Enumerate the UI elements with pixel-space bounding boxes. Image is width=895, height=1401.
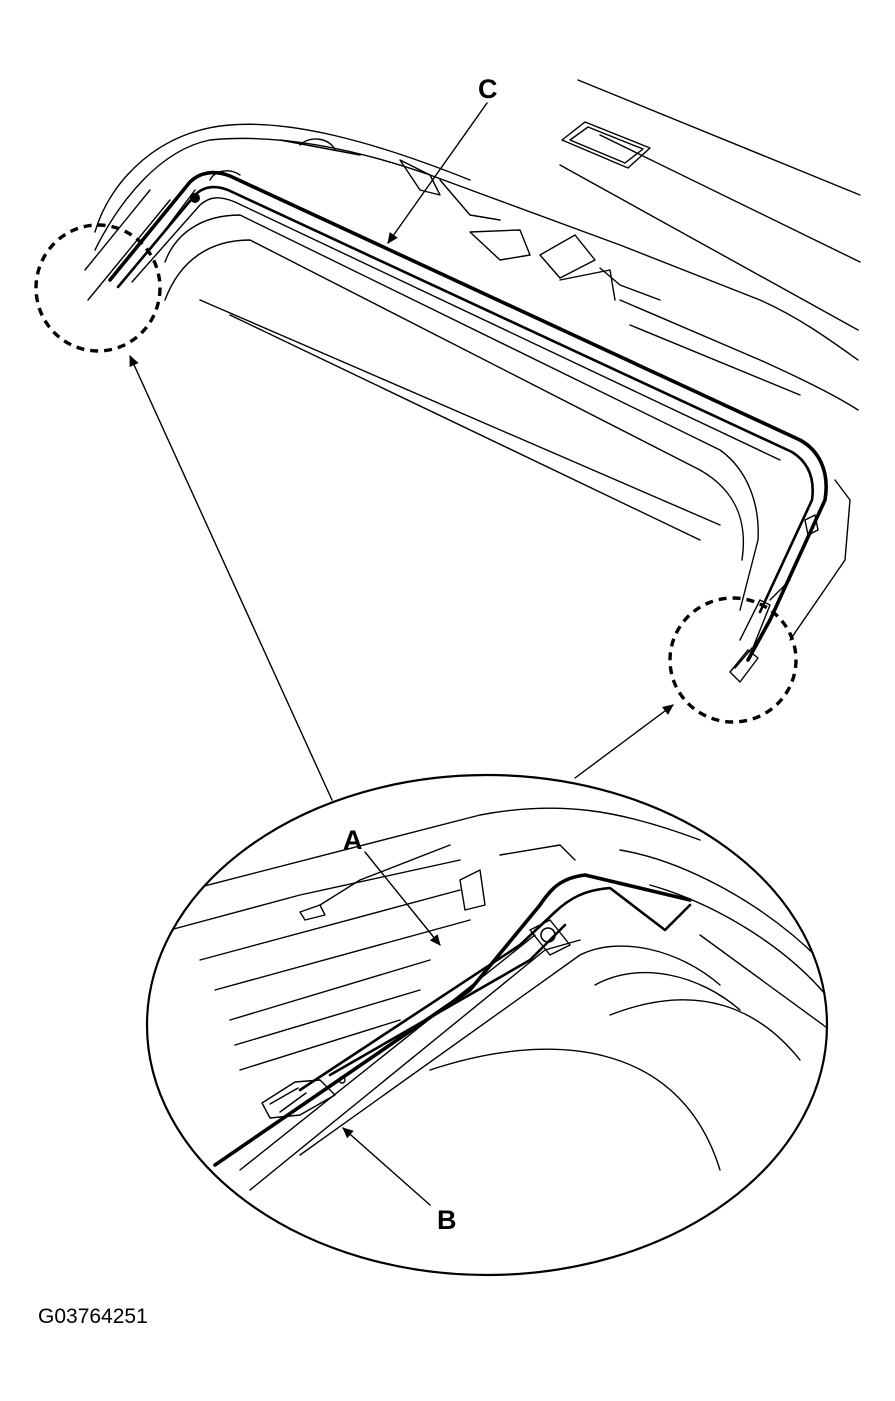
- callout-c-label: C: [478, 74, 498, 104]
- figure-code: G03764251: [38, 1305, 148, 1328]
- callout-a-label: A: [343, 825, 363, 855]
- callout-a-leader: [364, 851, 441, 946]
- detail-to-left-circle-arrow: [129, 355, 333, 801]
- left-drain-detail-circle: [34, 223, 162, 353]
- roof-overview: [84, 79, 861, 683]
- detail-view-ellipse: [145, 773, 829, 1277]
- callout-b-leader: [342, 1127, 431, 1206]
- right-drain-detail-circle: [668, 596, 798, 724]
- callout-c-leader: [387, 102, 488, 244]
- detail-view-contents: [149, 807, 827, 1191]
- callout-b-label: B: [437, 1205, 457, 1235]
- detail-to-right-circle-arrow: [574, 704, 674, 779]
